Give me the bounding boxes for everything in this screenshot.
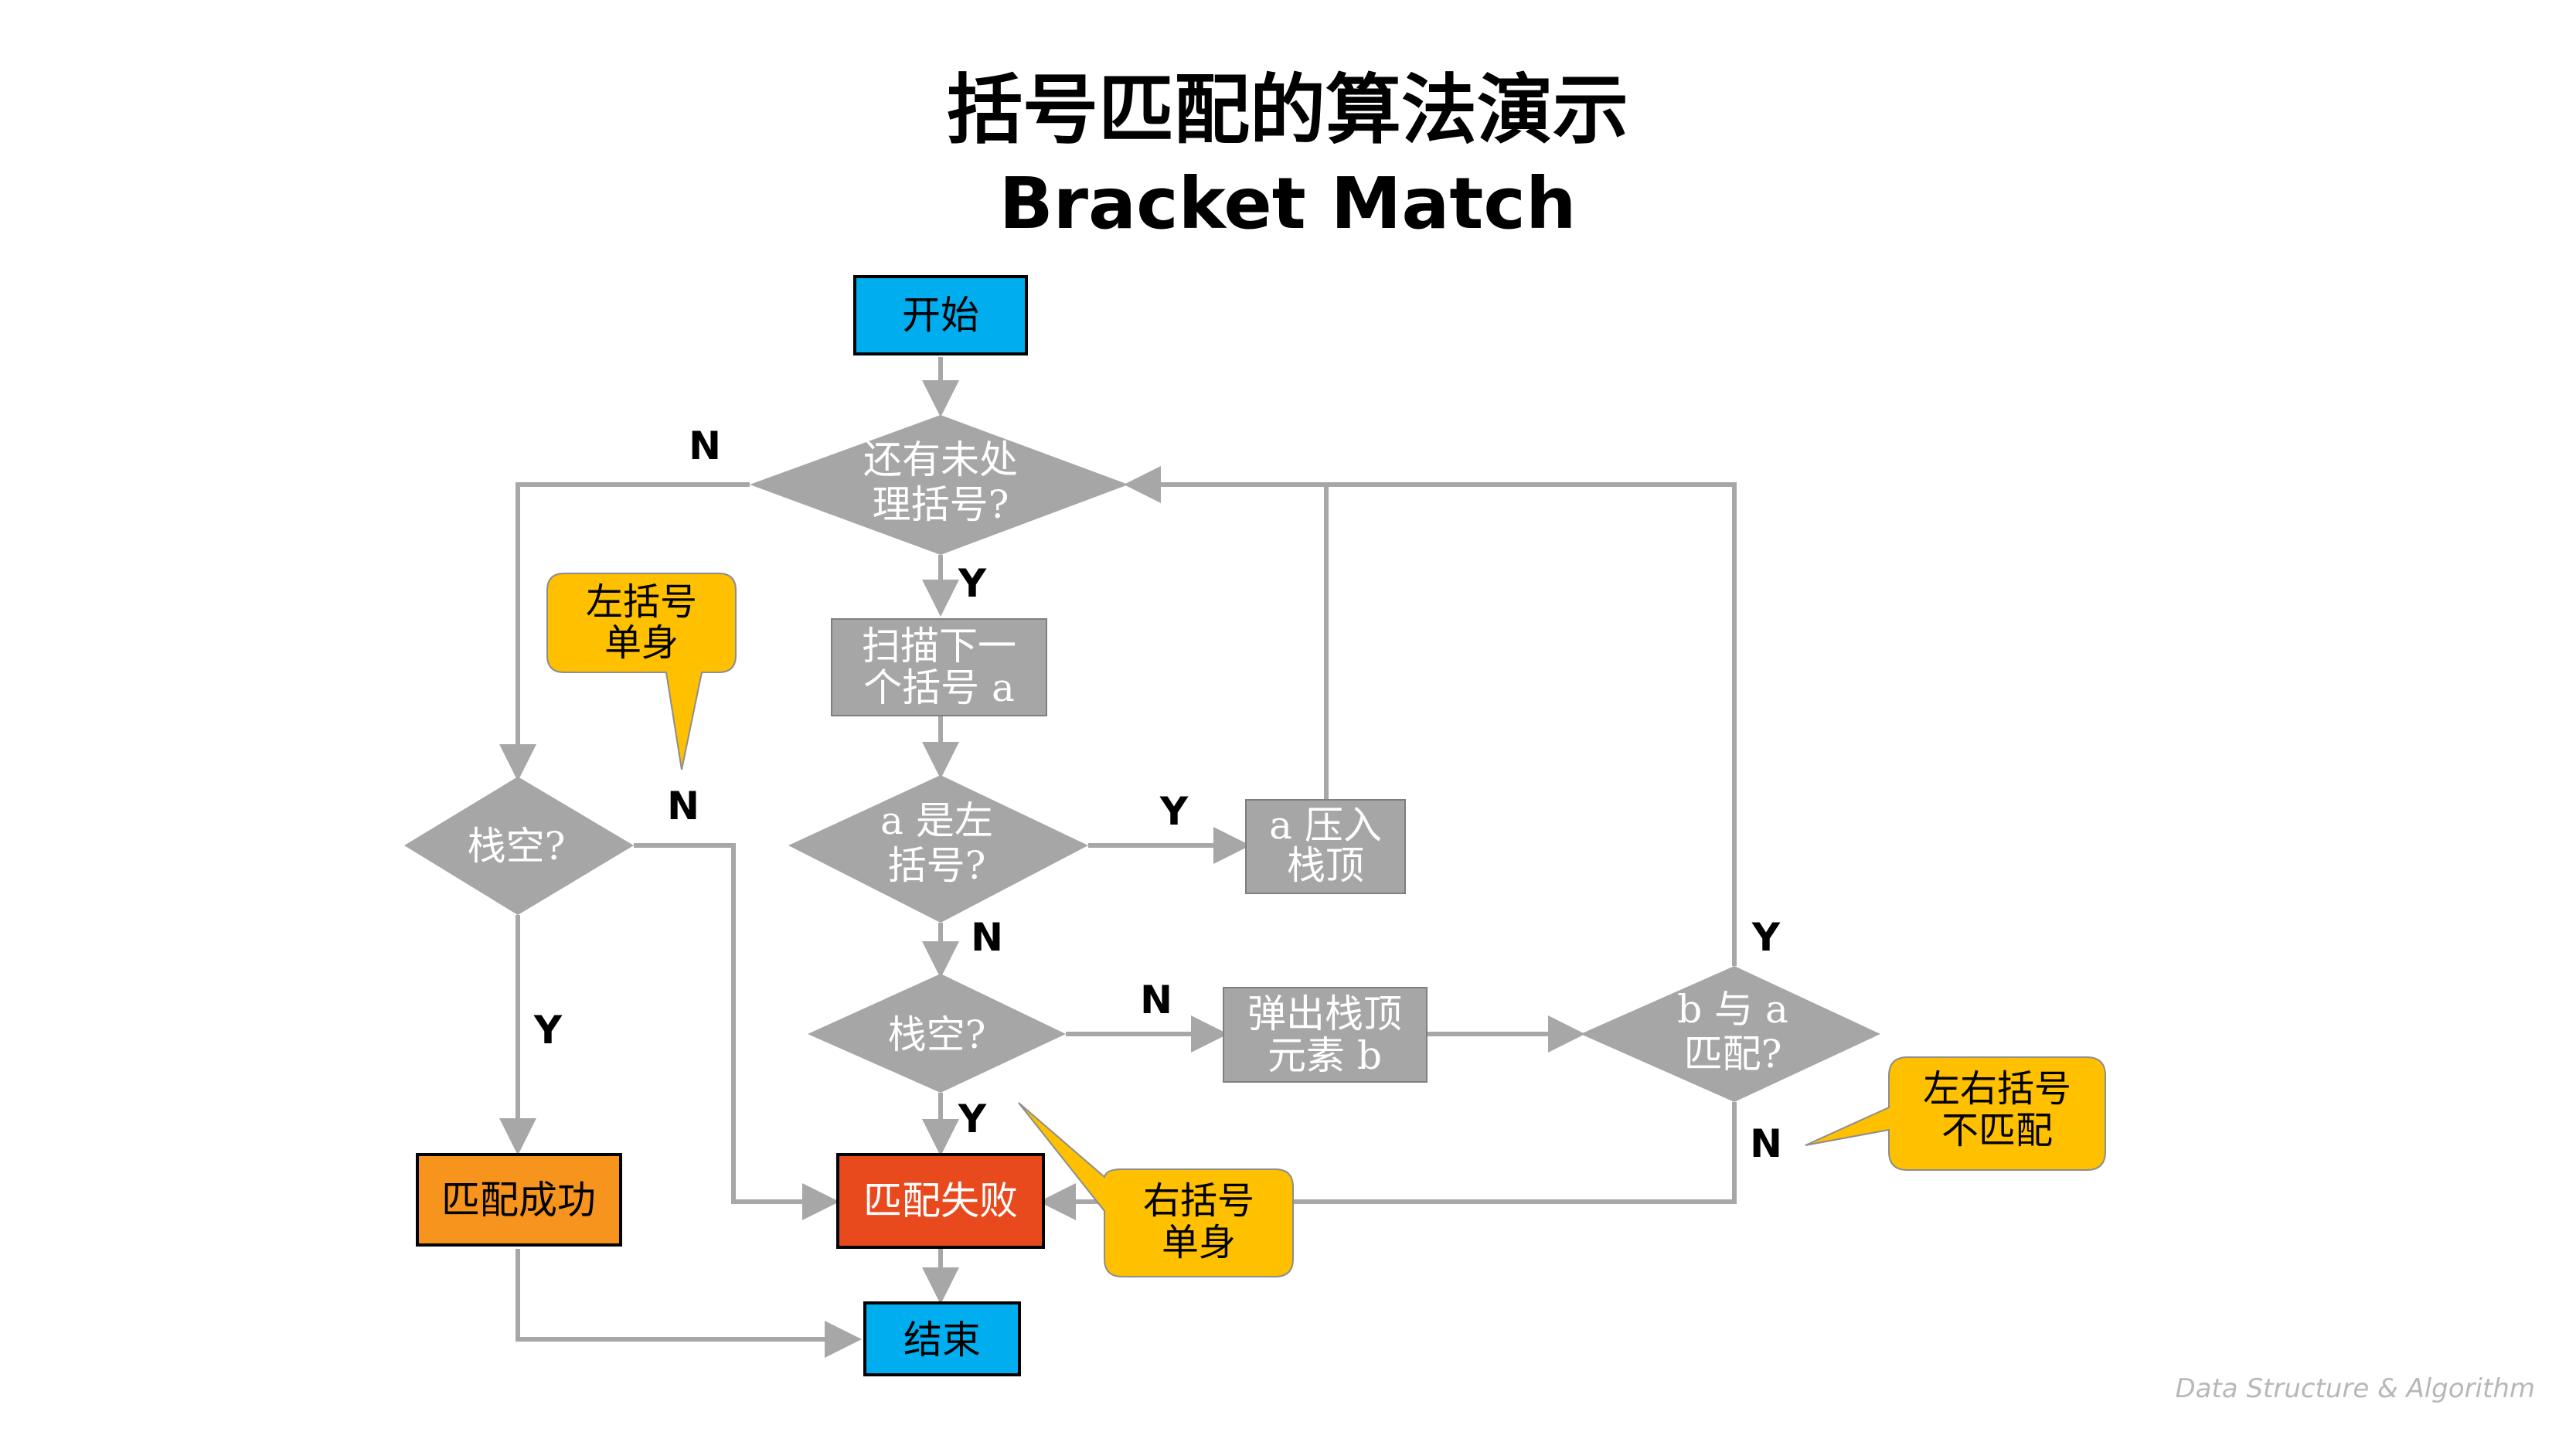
decision-has-unprocessed: 还有未处 理括号? [750,415,1128,555]
process-scan-next-line2: 个括号 a [863,665,1015,710]
edge-success-to-end [516,1249,862,1358]
decision-stack-empty-left-label: 栈空? [468,824,566,869]
process-scan-next: 扫描下一 个括号 a [831,618,1047,716]
decision-stack-empty-center-label: 栈空? [888,1012,986,1057]
decision-is-left-line2: 括号? [888,843,986,888]
edge-push-return [1128,482,1329,800]
start-label: 开始 [902,293,979,338]
edge-check-n [499,482,750,781]
edge-left-stack-n [634,843,839,1220]
success-node: 匹配成功 [416,1153,622,1247]
decision-is-left: a 是左 括号? [788,775,1088,923]
callout-right-single-line1: 右括号 [1143,1179,1254,1223]
label-center-stack-y: Y [958,1097,987,1141]
end-label: 结束 [903,1318,981,1362]
edge-match-y [1124,466,1737,966]
failure-node: 匹配失败 [836,1153,1045,1249]
decision-stack-empty-left: 栈空? [404,777,634,915]
callout-right-single-line2: 单身 [1162,1221,1236,1264]
process-scan-next-line1: 扫描下一 [862,624,1016,668]
label-match-y: Y [1751,915,1781,960]
label-is-left-n: N [971,915,1003,960]
label-check-n: N [689,423,721,468]
label-center-stack-n: N [1140,978,1172,1022]
callout-left-single-line1: 左括号 [586,580,697,624]
success-label: 匹配成功 [441,1178,596,1223]
callout-left-single: 左括号 单身 [546,573,737,770]
callout-mismatch-line1: 左右括号 [1923,1067,2071,1111]
label-left-stack-y: Y [533,1008,563,1053]
page-subtitle: Bracket Match [999,162,1577,245]
decision-match-line2: 匹配? [1684,1032,1782,1077]
callout-left-single-line2: 单身 [604,621,679,665]
process-push-line2: 栈顶 [1287,843,1364,888]
start-node: 开始 [853,275,1028,355]
label-left-stack-n: N [667,784,699,828]
end-node: 结束 [863,1301,1021,1376]
callout-mismatch: 左右括号 不匹配 [1805,1056,2106,1171]
failure-label: 匹配失败 [863,1179,1018,1223]
connector-lines [499,357,1737,1358]
callout-mismatch-line2: 不匹配 [1941,1109,2053,1152]
process-push: a 压入 栈顶 [1245,799,1406,894]
callout-right-single: 右括号 单身 [1018,1102,1294,1277]
process-pop-line2: 元素 b [1268,1033,1382,1078]
decision-has-unprocessed-line1: 还有未处 [863,437,1018,482]
page-title: 括号匹配的算法演示 [947,66,1628,155]
decision-match: b 与 a 匹配? [1581,966,1880,1102]
label-match-n: N [1750,1121,1782,1166]
watermark: Data Structure & Algorithm [2175,1373,2535,1404]
decision-has-unprocessed-line2: 理括号? [873,482,1009,527]
process-pop: 弹出栈顶 元素 b [1223,987,1428,1083]
process-pop-line1: 弹出栈顶 [1247,992,1402,1036]
process-push-line1: a 压入 [1269,803,1382,848]
label-is-left-y: Y [1159,789,1189,834]
decision-is-left-line1: a 是左 [880,798,993,843]
label-check-y: Y [958,561,987,606]
decision-match-line1: b 与 a [1677,987,1788,1032]
decision-stack-empty-center: 栈空? [808,974,1066,1093]
